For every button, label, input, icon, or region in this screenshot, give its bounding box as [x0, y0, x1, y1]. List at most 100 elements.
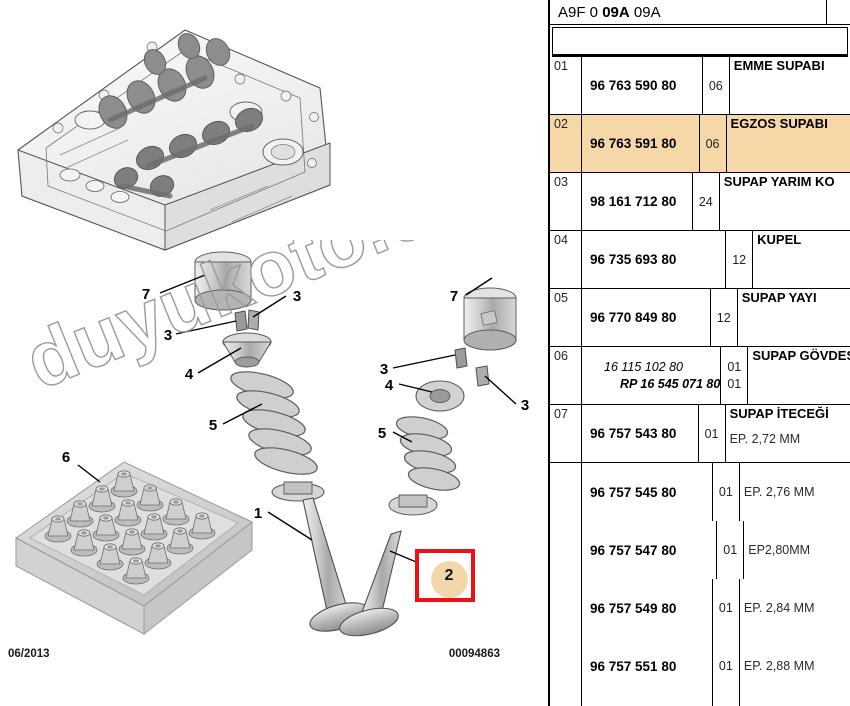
part-number-cell[interactable]: 96 757 549 80 [582, 579, 713, 637]
part-number-cell[interactable]: 96 763 591 80 [582, 115, 700, 172]
quantity-cell: 01 [713, 695, 740, 706]
description-cell: EP. 2,92 MM [740, 695, 850, 706]
quantity-cell: 06 [700, 115, 727, 172]
valve-stem-seal [140, 513, 168, 541]
description-spec: EP2,80MM [748, 542, 811, 557]
description-spec: EP. 2,72 MM [729, 432, 801, 446]
quantity-cell: 06 [703, 57, 730, 114]
exhaust-valve-assembly [339, 287, 517, 637]
valve-stem-seal [144, 542, 172, 570]
callout-7-right: 7 [450, 288, 458, 305]
description-cell: KUPEL [753, 231, 850, 288]
description-title: SUPAP İTECEĞİ [729, 406, 829, 421]
description-cell: EP. 2,76 MM [740, 463, 850, 521]
valve-stem-seal [166, 527, 194, 555]
valve-stem-seal [162, 498, 190, 526]
part-number-cell[interactable]: 98 161 712 80 [582, 173, 693, 230]
quantity-cell: 01 [713, 463, 740, 521]
description-title: SUPAP GÖVDESİ [752, 348, 850, 363]
part-number: 96 770 849 80 [590, 310, 677, 325]
row-index [550, 579, 582, 637]
row-index [550, 637, 582, 695]
part-number: 96 757 549 80 [590, 600, 677, 616]
description-cell: EP. 2,84 MM [740, 579, 850, 637]
header-code-prefix: A9F 0 [558, 3, 603, 21]
valve-stem-seal [70, 529, 98, 557]
callout-6: 6 [62, 449, 70, 466]
valve-stem-seal [96, 543, 124, 571]
callout-5-right: 5 [378, 425, 386, 442]
quantity-cell: 12 [711, 289, 738, 346]
callout-3-far: 3 [521, 397, 529, 414]
valve-stem-seal [122, 557, 150, 585]
quantity: 01 [727, 359, 742, 374]
quantity-cell: 12 [726, 231, 754, 288]
callout-3-right: 3 [293, 288, 301, 305]
part-number: 96 757 547 80 [590, 542, 677, 558]
exploded-valve-diagram: 7 3 3 4 5 1 6 7 3 3 4 5 [15, 29, 529, 637]
part-number-cell[interactable]: 96 757 551 80 [582, 637, 713, 695]
valve-stem-seal [188, 512, 216, 540]
quantity-cell: 01 [713, 637, 740, 695]
callout-2-label: 2 [444, 566, 454, 584]
quantity-alt: 01 [727, 376, 742, 391]
row-index: 04 [550, 231, 582, 288]
valve-spring-right [395, 416, 461, 491]
part-number-cell[interactable]: 96 735 693 80 [582, 231, 727, 288]
part-number-cell[interactable]: 96 757 547 80 [582, 521, 718, 579]
tappet-part-right [463, 287, 517, 351]
part-number: 98 161 712 80 [590, 194, 677, 209]
description-cell: EGZOS SUPABI [727, 115, 850, 172]
header-right-cell [826, 0, 850, 24]
part-number: 96 757 545 80 [590, 484, 677, 500]
callout-3-left: 3 [164, 327, 172, 344]
highlight-blob [431, 561, 468, 598]
footer-date: 06/2013 [8, 648, 50, 660]
valve-stem-seal [136, 484, 164, 512]
footer-reference: 00094863 [448, 648, 500, 660]
selected-part-marker[interactable]: 2 [415, 549, 475, 602]
callout-numbers: 7 3 3 4 5 1 6 7 3 3 4 5 [62, 286, 529, 522]
quantity-cell: 01 [699, 405, 726, 462]
callout-1: 1 [254, 505, 262, 522]
row-index [550, 521, 582, 579]
valve-stem-seal [92, 514, 120, 542]
part-number-cell[interactable]: 96 757 545 80 [582, 463, 713, 521]
part-number-cell[interactable]: 96 757 543 80 [582, 405, 699, 462]
description-cell: SUPAP YARIM KO [720, 173, 850, 230]
part-number-cell[interactable]: 96 763 590 80 [582, 57, 703, 114]
part-number: 96 757 551 80 [590, 658, 677, 674]
header-code: A9F 0 09A 09A [550, 4, 826, 21]
part-number: 96 735 693 80 [590, 252, 677, 267]
table-subheader-bar [552, 27, 848, 57]
description-title: SUPAP YAYI [741, 290, 817, 305]
camshaft-lobes [98, 33, 263, 199]
row-index: 03 [550, 173, 582, 230]
description-spec: EP. 2,84 MM [743, 600, 815, 615]
part-number-cell[interactable]: 96 770 849 80 [582, 289, 711, 346]
header-code-suffix: 09A [629, 3, 661, 21]
description-spec: EP. 2,88 MM [743, 658, 815, 673]
valve-stem-seal [44, 515, 72, 543]
table-header: A9F 0 09A 09A [550, 0, 850, 25]
part-number-cell[interactable]: 96 757 553 80 [582, 695, 713, 706]
callout-3-mid: 3 [380, 361, 388, 378]
valve-stem-seal [88, 485, 116, 513]
part-number: 96 763 590 80 [590, 78, 677, 93]
